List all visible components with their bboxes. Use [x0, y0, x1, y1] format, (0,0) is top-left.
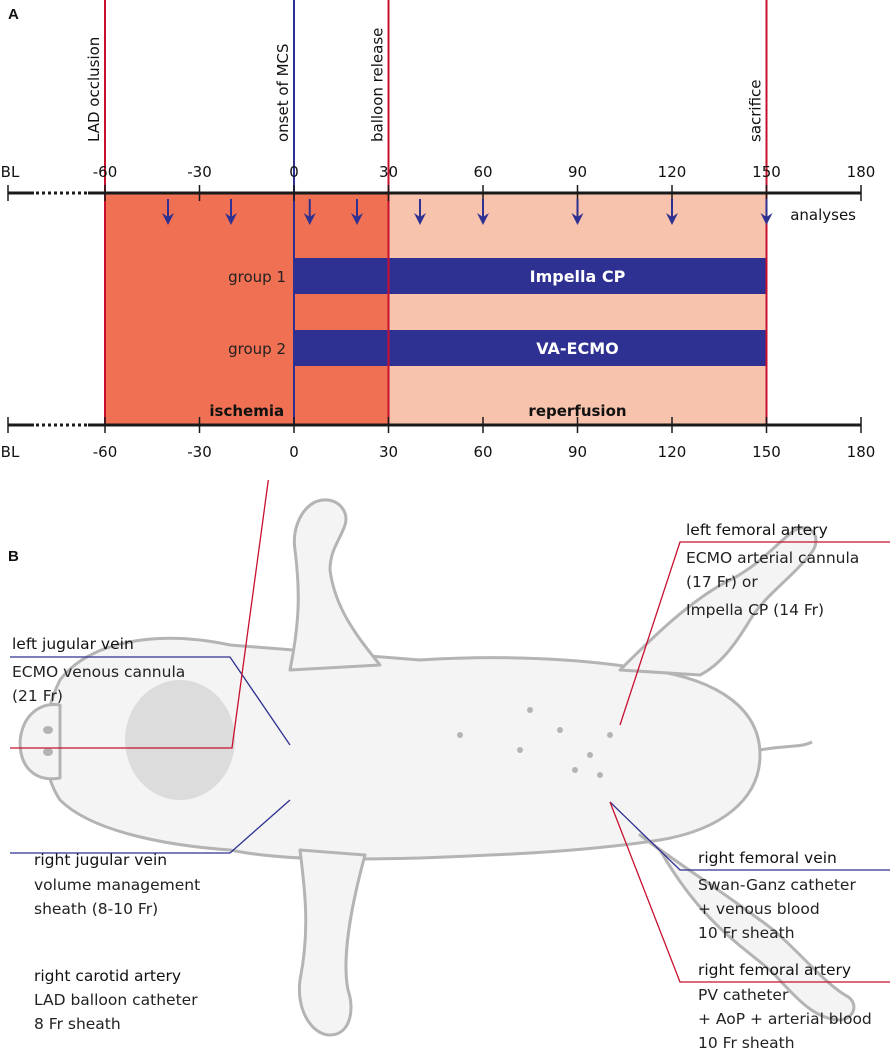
analysis-arrow-head: [571, 213, 584, 225]
analysis-arrow-head: [303, 213, 316, 225]
axis-top-tick-label: 0: [289, 163, 299, 181]
annotation-line: 10 Fr sheath: [698, 1034, 795, 1052]
axis-top-tick-label: -60: [93, 163, 118, 181]
annotation-right-femoral-vein-title: right femoral vein: [698, 849, 837, 867]
annotation-line: 10 Fr sheath: [698, 924, 795, 942]
axis-bottom-tick-label: -60: [93, 443, 118, 461]
annotation-right-femoral-vein-body: Swan-Ganz catheter + venous blood 10 Fr …: [698, 873, 856, 945]
annotation-right-carotid-title-visible: right carotid artery: [34, 967, 182, 985]
axis-bottom-tick-label: 0: [289, 443, 299, 461]
device-bar-2: [294, 330, 767, 366]
axis-bottom-tick-label: 30: [379, 443, 398, 461]
annotation-line: sheath (8-10 Fr): [34, 900, 159, 918]
pig-leg-front-down: [297, 848, 367, 1037]
device-bar-1: [294, 258, 767, 294]
leader-right-jugular: [10, 799, 291, 854]
pig-leg-hind-down: [638, 833, 856, 1022]
axis-top-tick-label: 150: [752, 163, 781, 181]
annotation-line: 8 Fr sheath: [34, 1015, 121, 1033]
event-label: sacrifice: [747, 79, 765, 142]
annotation-left-femoral-title: left femoral artery: [686, 521, 828, 539]
event-label: onset of MCS: [274, 43, 292, 142]
axis-top-bl-label: BL: [1, 163, 20, 181]
analysis-arrow-head: [477, 213, 489, 225]
axis-bottom-tick-label: 180: [847, 443, 876, 461]
axis-top-tick-label: -30: [187, 163, 212, 181]
annotation-line: PV catheter: [698, 986, 789, 1004]
axis-bottom-tick-label: -30: [187, 443, 212, 461]
annotation-line: + venous blood: [698, 900, 820, 918]
annotation-line: (21 Fr): [12, 687, 63, 705]
annotation-left-femoral-body: ECMO arterial cannula (17 Fr) or Impella…: [686, 546, 859, 622]
annotation-right-femoral-artery-body: PV catheter + AoP + arterial blood 10 Fr…: [698, 983, 872, 1055]
annotation-right-jugular-body: volume management sheath (8-10 Fr): [34, 873, 200, 921]
axis-bottom-tick-label: 90: [568, 443, 587, 461]
timeline-panel: Impella CP group 1 VA-ECMO group 2 ischemia r…: [1, 0, 876, 461]
phase-reperfusion: [388, 193, 767, 425]
leader-right-femoral-vein: [609, 801, 890, 871]
group-label-1: group 1: [228, 268, 286, 286]
annotation-line: ECMO venous cannula: [12, 663, 186, 681]
annotation-right-carotid-body: LAD balloon catheter 8 Fr sheath: [34, 988, 198, 1036]
leader-right-femoral-artery: [609, 801, 890, 983]
annotation-line: ECMO arterial cannula: [686, 549, 860, 567]
annotation-line: Swan-Ganz catheter: [698, 876, 856, 894]
analysis-arrow-head: [351, 213, 363, 225]
annotation-right-jugular-title: right jugular vein: [34, 851, 168, 869]
pig-snout: [18, 703, 62, 781]
axis-top-tick-label: 30: [379, 163, 398, 181]
pig-leg-hind-up: [618, 526, 818, 677]
phase-label-reperfusion: reperfusion: [528, 402, 626, 420]
axis-bottom-tick-label: 60: [473, 443, 492, 461]
pig-illustration: [10, 480, 890, 1037]
pig-leg-front-up: [288, 498, 382, 672]
pig-tail: [759, 740, 813, 752]
axis-top-tick-label: 180: [847, 163, 876, 181]
device-label-2: VA-ECMO: [536, 339, 619, 358]
axis-bottom-tick-label: 150: [752, 443, 781, 461]
analysis-arrow-head: [225, 213, 237, 225]
annotation-right-femoral-artery-title: right femoral artery: [698, 961, 852, 979]
annotation-left-jugular-title: left jugular vein: [12, 635, 134, 653]
analyses-label: analyses: [790, 206, 856, 224]
panel-label-a: A: [8, 6, 19, 23]
axis-bottom-tick-label: 120: [658, 443, 687, 461]
device-label-1: Impella CP: [530, 267, 626, 286]
panel-label-b: B: [8, 548, 19, 565]
group-label-2: group 2: [228, 340, 286, 358]
analysis-arrow-head: [666, 213, 678, 225]
annotation-line: Impella CP (14 Fr): [686, 601, 825, 619]
leader-left-jugular: [10, 656, 291, 746]
phase-ischemia: [105, 193, 389, 425]
event-label: LAD occlusion: [85, 37, 103, 142]
leader-left-femoral: [619, 541, 890, 726]
axis-bottom-bl-label: BL: [1, 443, 20, 461]
pig-outline: [18, 498, 856, 1037]
annotation-line: volume management: [34, 876, 201, 894]
pig-shading: [43, 680, 613, 800]
analysis-arrow-head: [162, 213, 174, 225]
leader-right-carotid: [10, 480, 269, 749]
axis-top-tick-label: 120: [658, 163, 687, 181]
event-label: balloon release: [369, 28, 387, 142]
leader-lines: [10, 480, 890, 983]
annotation-line: (17 Fr) or: [686, 573, 758, 591]
annotation-line: LAD balloon catheter: [34, 991, 198, 1009]
annotation-line: + AoP + arterial blood: [698, 1010, 872, 1028]
phase-label-ischemia: ischemia: [209, 402, 284, 420]
annotation-left-jugular-body: ECMO venous cannula (21 Fr): [12, 660, 185, 708]
analysis-arrow-head: [414, 213, 426, 225]
axis-top-tick-label: 90: [568, 163, 587, 181]
axis-top-tick-label: 60: [473, 163, 492, 181]
analysis-arrow-head: [760, 213, 773, 225]
